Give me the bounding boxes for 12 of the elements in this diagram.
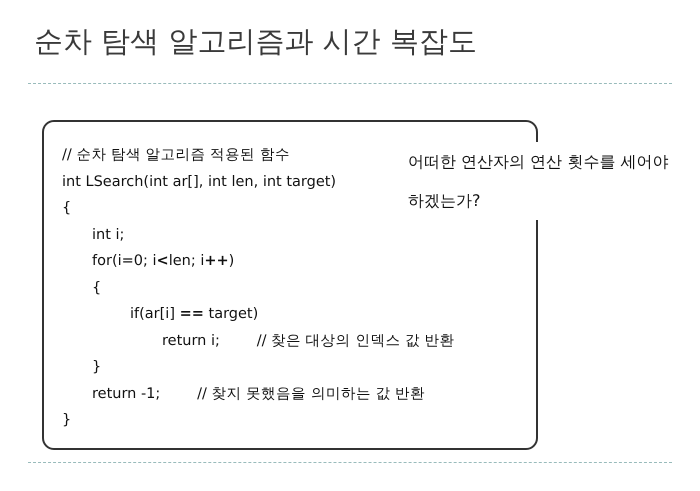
slide-title: 순차 탐색 알고리즘과 시간 복잡도 [34,23,477,60]
code-line: int LSearch(int ar[], int len, int target) [62,172,336,190]
code-line: return -1; // 찾지 못했음을 의미하는 값 반환 [92,384,425,402]
code-line: if(ar[i] == target) [130,305,258,323]
code-line: return i; // 찾은 대상의 인덱스 값 반환 [162,332,455,350]
code-line: { [92,278,102,296]
code-line: } [62,411,72,429]
code-comment: // 순차 탐색 알고리즘 적용된 함수 [62,146,290,164]
code-line: } [92,358,102,376]
code-line: { [62,199,72,217]
code-line: for(i=0; i<len; i++) [92,252,234,270]
code-line: int i; [92,226,124,244]
